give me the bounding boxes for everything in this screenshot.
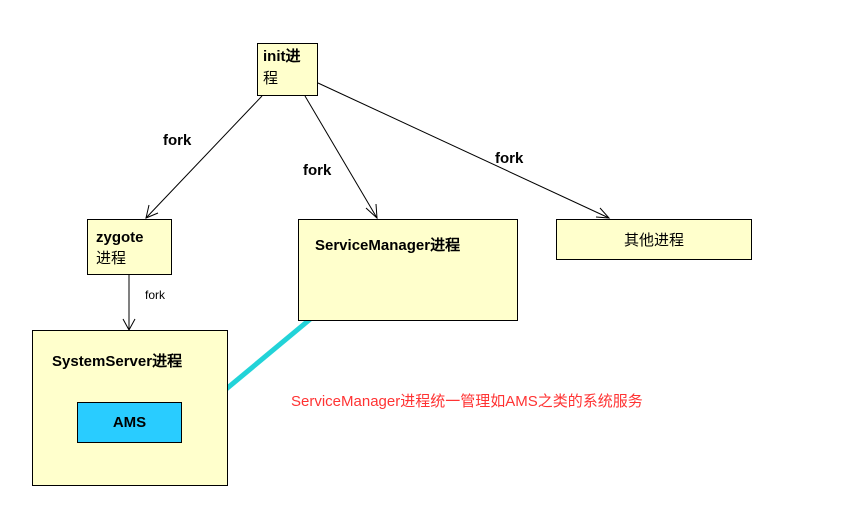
edge-label-fork-systemserver: fork	[145, 288, 166, 302]
edge-init-servicemanager	[304, 95, 378, 219]
arrowhead-other	[595, 207, 611, 219]
node-ams[interactable]: AMS	[77, 402, 182, 443]
annotation-text: ServiceManager进程统一管理如AMS之类的系统服务	[291, 393, 643, 410]
edge-init-other	[317, 82, 610, 219]
edge-label-fork-servicemanager: fork	[303, 162, 332, 179]
systemserver-label: SystemServer进程	[52, 353, 183, 370]
node-servicemanager-process[interactable]: ServiceManager进程	[298, 219, 518, 321]
servicemanager-label: ServiceManager进程	[315, 237, 461, 254]
edge-init-zygote	[145, 95, 263, 219]
arrowhead-servicemanager	[365, 203, 378, 220]
other-label: 其他进程	[623, 232, 684, 249]
init-label-line1: init进	[263, 48, 301, 65]
node-zygote-process[interactable]: zygote 进程	[87, 219, 172, 275]
zygote-label-line1: zygote	[96, 229, 144, 246]
node-other-processes[interactable]: 其他进程	[556, 219, 752, 260]
node-init-process[interactable]: init进 程	[257, 43, 318, 96]
arrowhead-zygote	[145, 204, 159, 219]
edge-label-fork-other: fork	[495, 150, 524, 167]
edge-label-fork-zygote: fork	[163, 132, 192, 149]
zygote-label-line2: 进程	[96, 250, 127, 267]
ams-label: AMS	[112, 414, 147, 431]
init-label-line2: 程	[263, 70, 279, 87]
